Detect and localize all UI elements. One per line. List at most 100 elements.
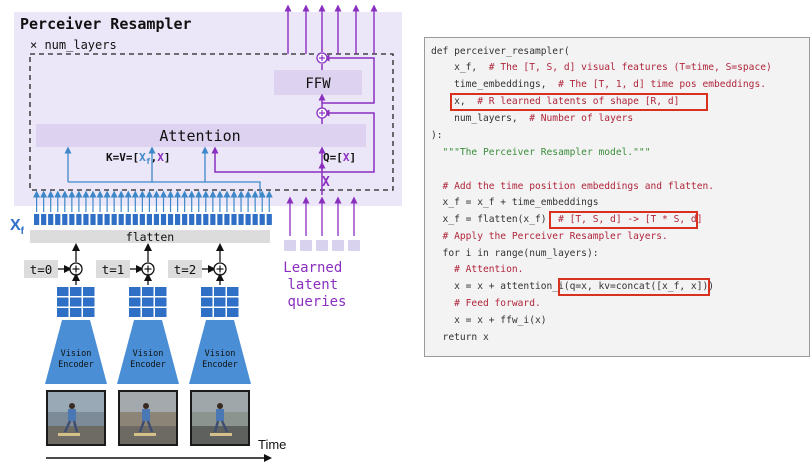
timestep-label-box: [168, 260, 202, 278]
code-line: time_embeddings, # The [T, 1, d] time po…: [431, 78, 766, 92]
latent-query-tile: [348, 240, 360, 251]
code-line: x = x + attention_i(q=x, kv=concat([x_f,…: [431, 280, 714, 294]
code-line: x, # R learned latents of shape [R, d]: [431, 95, 679, 109]
spatial-feature-cell: [70, 287, 82, 296]
flattened-feature-tiles: [34, 214, 272, 225]
feature-tile: [125, 214, 131, 225]
spatial-feature-cell: [201, 297, 213, 307]
residual-paths: [211, 40, 375, 195]
spatial-feature-cell: [155, 297, 167, 307]
attention-label: Attention: [159, 127, 240, 145]
vision-encoder: [45, 320, 107, 384]
feature-arrows: [33, 190, 273, 212]
kv-suffix: ]: [164, 151, 171, 164]
feature-tile: [231, 214, 237, 225]
code-token: """The Perceiver Resampler model.""": [431, 147, 651, 158]
latent-query-tile: [300, 240, 312, 251]
code-line: ):: [431, 129, 443, 143]
code-line: # Apply the Perceiver Resampler layers.: [431, 230, 668, 244]
spatial-feature-cell: [214, 308, 226, 317]
attention-block: [36, 124, 366, 147]
spatial-feature-cell: [129, 287, 141, 296]
feature-tile: [55, 214, 61, 225]
code-line: """The Perceiver Resampler model.""": [431, 146, 651, 160]
resampler-title: Perceiver Resampler: [20, 15, 192, 33]
q-suffix: ]: [350, 151, 357, 164]
feature-tile: [182, 214, 188, 225]
residual-add-nodes: [316, 52, 328, 119]
code-line: x_f = flatten(x_f) # [T, S, d] -> [T * S…: [431, 213, 703, 227]
spatial-feature-cell: [129, 308, 141, 317]
code-token: # The [T, 1, d] time pos embeddings.: [558, 79, 767, 90]
feature-tile: [139, 214, 145, 225]
feature-tile: [196, 214, 202, 225]
feature-tile: [203, 214, 209, 225]
latent-query-tile: [316, 240, 328, 251]
vision-encoder: [117, 320, 179, 384]
code-line: x_f, # The [T, S, d] visual features (T=…: [431, 61, 772, 75]
spatial-feature-cell: [142, 308, 154, 317]
latent-label: Learned latent queries: [283, 260, 350, 310]
code-token: num_layers,: [431, 113, 530, 124]
feature-tile: [175, 214, 181, 225]
spatial-feature-cell: [83, 287, 95, 296]
xf-label: Xf: [10, 217, 25, 237]
feature-tile: [111, 214, 117, 225]
kv-label: K=V=[Xf,X]: [106, 151, 170, 166]
code-token: x = x + ffw_i(x): [431, 315, 547, 326]
feature-tile: [48, 214, 54, 225]
code-line: x_f = x_f + time_embeddings: [431, 196, 599, 210]
code-token: # Feed forward.: [431, 298, 541, 309]
code-token: # Number of layers: [529, 113, 634, 124]
timestep-label-box: [24, 260, 58, 278]
code-line: def perceiver_resampler(: [431, 45, 570, 59]
code-token: def perceiver_resampler(: [431, 46, 570, 57]
spatial-feature-cell: [57, 308, 69, 317]
vision-encoder: [189, 320, 251, 384]
code-token: # The [T, S, d] visual features (T=time,…: [488, 62, 772, 73]
spatial-feature-cell: [155, 287, 167, 296]
ffw-block: [274, 70, 362, 95]
x-latent-label: X: [322, 175, 330, 190]
ffw-label: FFW: [305, 76, 331, 92]
code-line: # Attention.: [431, 263, 523, 277]
code-panel: def perceiver_resampler( x_f, # The [T, …: [424, 37, 810, 357]
feature-tile: [224, 214, 230, 225]
feature-tile: [132, 214, 138, 225]
code-line: for i in range(num_layers):: [431, 247, 599, 261]
spatial-feature-cell: [142, 297, 154, 307]
latent-query-tile: [332, 240, 344, 251]
feature-tile: [245, 214, 251, 225]
spatial-feature-cell: [70, 308, 82, 317]
latent-query-tiles: [284, 240, 360, 251]
feature-tile: [153, 214, 160, 225]
q-label: Q=[X]: [323, 151, 356, 164]
feature-tile: [238, 214, 244, 225]
kv-xf: X: [139, 151, 146, 164]
feature-tile: [69, 214, 75, 225]
latent-query-tile: [284, 240, 296, 251]
code-token: x_f = flatten(x_f): [431, 214, 559, 225]
feature-tile: [259, 214, 265, 225]
feature-tile: [266, 214, 272, 225]
kv-sep: ,: [151, 151, 158, 164]
feature-tile: [90, 214, 96, 225]
feature-tile: [252, 214, 258, 225]
code-line: # Feed forward.: [431, 297, 541, 311]
code-token: x = x + attention_i(q=x, kv=concat([x_f,…: [431, 281, 715, 292]
xf-main: X: [10, 217, 21, 234]
xf-sub: f: [21, 226, 25, 237]
timestep-label: t=1: [102, 262, 125, 277]
code-token: # Attention.: [431, 264, 524, 275]
latent-line-1: Learned: [283, 260, 342, 276]
feature-tile: [189, 214, 195, 225]
spatial-feature-cell: [227, 308, 239, 317]
timestep-label: t=0: [30, 262, 53, 277]
